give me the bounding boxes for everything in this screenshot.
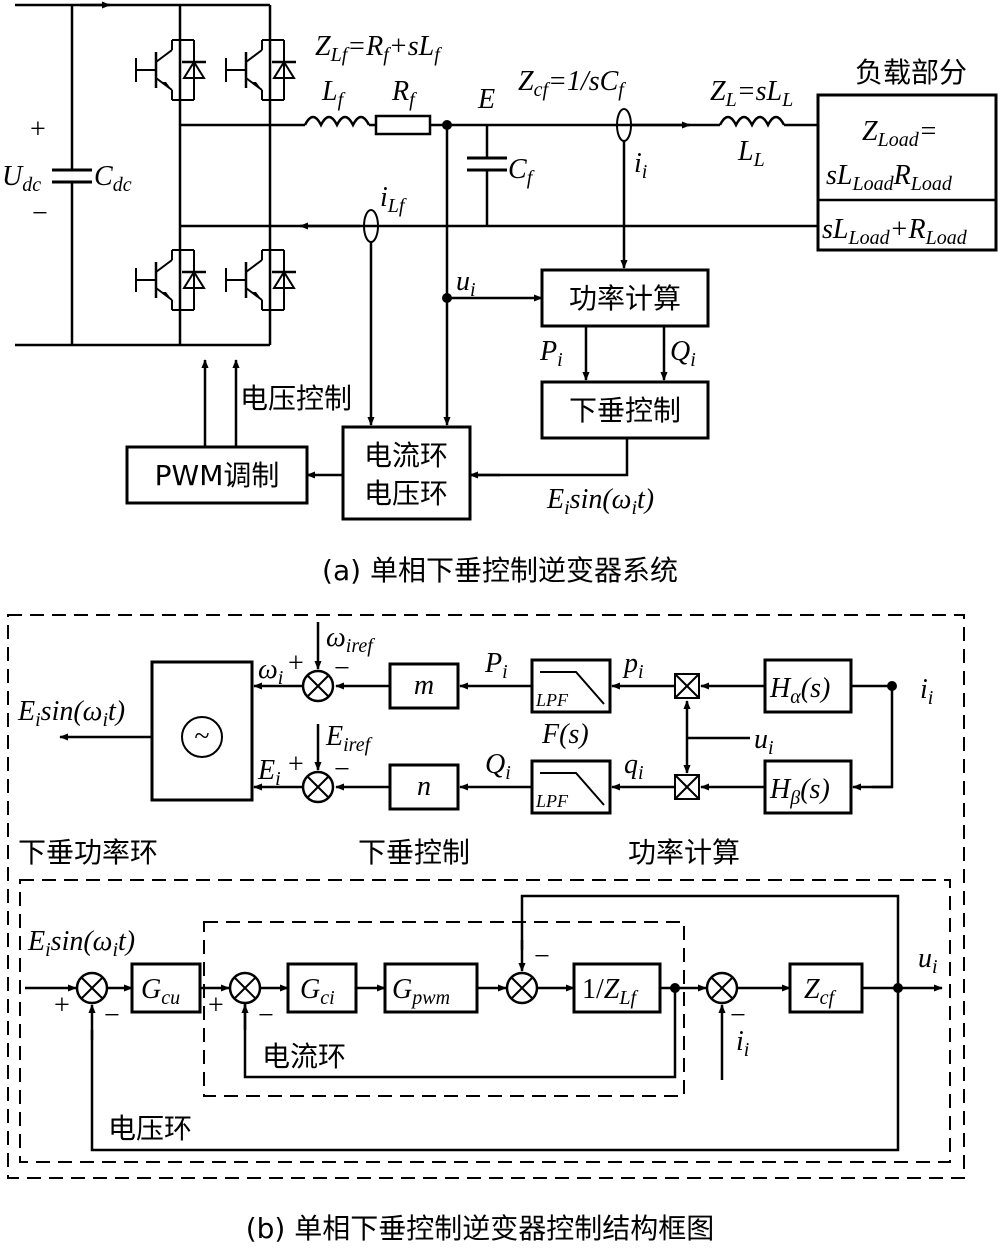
svg-text:ui: ui [918, 943, 938, 978]
svg-text:Hβ(s): Hβ(s) [769, 774, 830, 809]
svg-text:ωi: ωi [258, 654, 283, 689]
power-calc-label: 功率计算 [628, 836, 740, 869]
svg-text:Hα(s): Hα(s) [769, 673, 830, 708]
svg-text:Eisin(ωit): Eisin(ωit) [27, 926, 135, 961]
current-loop-block: 电流环 [364, 439, 448, 472]
voltage-control-label: 电压控制 [240, 382, 352, 415]
svg-text:LL: LL [737, 136, 765, 171]
svg-text:ZL=sLL: ZL=sLL [710, 76, 793, 111]
voltage-loop-block: 电压环 [364, 477, 448, 510]
svg-text:ui: ui [754, 724, 774, 759]
svg-text:ii: ii [736, 1026, 749, 1061]
voltage-loop-label: 电压环 [108, 1112, 192, 1145]
svg-text:ui: ui [456, 266, 476, 301]
svg-text:ZLf=Rf+sLf: ZLf=Rf+sLf [315, 31, 442, 66]
svg-text:ωiref: ωiref [326, 622, 375, 657]
droop-power-loop: ~ Eisin(ωit) m LPF n LP [17, 622, 933, 869]
svg-text:Cf: Cf [508, 154, 535, 189]
droop-block: 下垂控制 [569, 394, 681, 427]
svg-text:Udc: Udc [2, 161, 41, 196]
svg-text:Zcf=1/sCf: Zcf=1/sCf [518, 66, 626, 101]
svg-text:E: E [477, 84, 495, 115]
sum1-minus: − [104, 1000, 120, 1031]
current-loop-label: 电流环 [262, 1040, 346, 1073]
svg-text:F(s): F(s) [541, 719, 589, 750]
svg-text:Rf: Rf [391, 76, 417, 111]
svg-text:ii: ii [634, 148, 647, 183]
omega-plus-sign: + [288, 648, 304, 679]
pwm-block: PWM调制 [155, 459, 280, 492]
svg-text:pi: pi [622, 648, 644, 683]
power-calc-block: 功率计算 [569, 282, 681, 315]
svg-text:Eisin(ωit): Eisin(ωit) [17, 696, 125, 731]
sum2-minus: − [258, 1000, 274, 1031]
droop-control-label: 下垂控制 [358, 836, 470, 869]
control-loops: Eisin(ωit) [25, 894, 943, 1152]
svg-text:Qi: Qi [485, 749, 511, 784]
omega-minus-sign: − [334, 653, 350, 684]
caption-b: (b) 单相下垂控制逆变器控制结构框图 [246, 1212, 715, 1245]
svg-text:ii: ii [920, 674, 933, 709]
control-blocks-a: 功率计算 下垂控制 PWM调制 电流环 电压环 [125, 125, 710, 521]
droop-power-loop-label: 下垂功率环 [18, 836, 158, 869]
svg-text:qi: qi [624, 749, 644, 784]
svg-text:Cdc: Cdc [94, 161, 132, 196]
e-minus-sign: − [334, 754, 350, 785]
sum1-plus: + [54, 990, 70, 1021]
lpf-top-label: LPF [535, 690, 569, 710]
dc-minus-sign: − [32, 198, 48, 229]
svg-text:Gcu: Gcu [141, 974, 180, 1009]
dc-plus-sign: + [30, 114, 46, 145]
sum2-plus: + [208, 990, 224, 1021]
svg-text:Lf: Lf [321, 76, 346, 111]
oscillator-symbol: ~ [194, 721, 209, 752]
circuit-labels: + − Udc Cdc ZLf=Rf+sLf Lf Rf E Zcf=1/sCf… [2, 31, 968, 519]
svg-text:Qi: Qi [670, 336, 696, 371]
svg-text:Eisin(ωit): Eisin(ωit) [546, 484, 654, 519]
svg-text:Eiref: Eiref [325, 721, 373, 756]
svg-text:Ei: Ei [257, 755, 281, 790]
m-block: m [414, 670, 434, 701]
inverter-circuit [15, 1, 998, 347]
lpf-bottom-label: LPF [535, 791, 569, 811]
caption-a: (a) 单相下垂控制逆变器系统 [322, 554, 678, 587]
svg-text:Pi: Pi [484, 648, 508, 683]
e-plus-sign: + [288, 749, 304, 780]
svg-text:Pi: Pi [539, 336, 563, 371]
svg-text:iLf: iLf [380, 182, 407, 217]
sum4-minus: − [730, 1000, 746, 1031]
sum3-minus: − [534, 941, 550, 972]
n-block: n [417, 771, 431, 802]
load-title: 负载部分 [855, 56, 967, 89]
